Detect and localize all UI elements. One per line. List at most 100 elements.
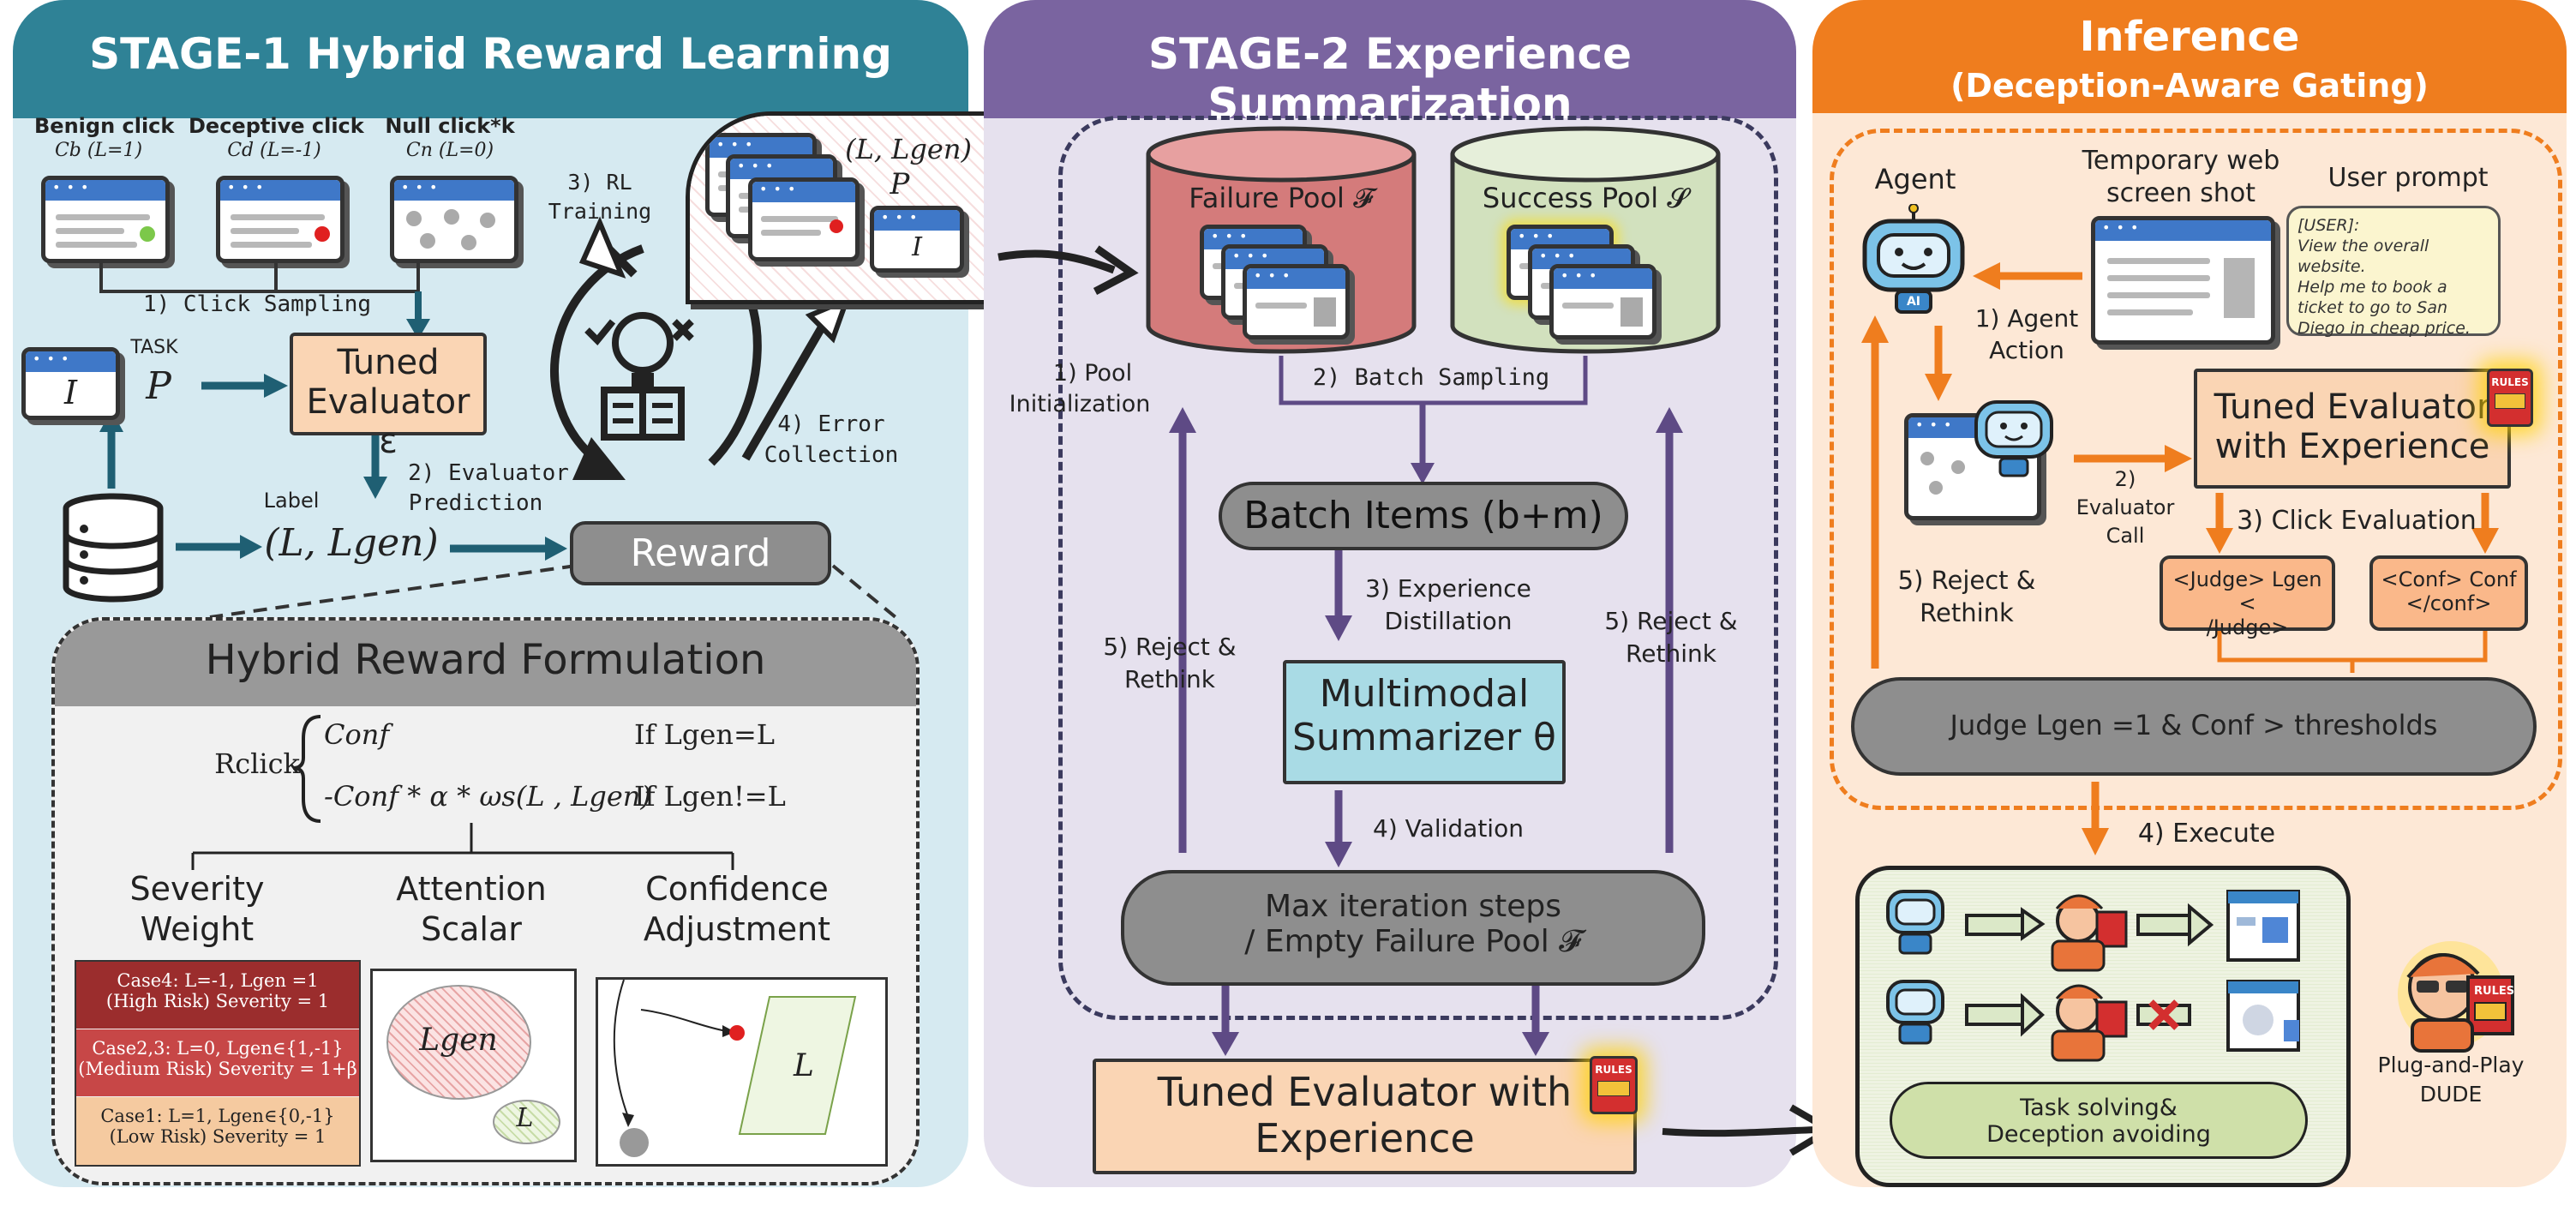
stage2-dashed-region (1058, 116, 1778, 1020)
label-tuple: (L, Lgen) (264, 521, 439, 565)
task-window: I (21, 347, 120, 420)
severity-case23: Case2,3: L=0, Lgen∈{1,-1} (Medium Risk) … (76, 1029, 359, 1096)
batch-items-pill: Batch Items (b+m) (1219, 482, 1628, 550)
confidence-col-2: Adjustment (643, 910, 831, 948)
stack-tuple: (L, Lgen) (845, 133, 972, 165)
task-label: TASK (130, 337, 178, 358)
severity-table: Case4: L=-1, Lgen =1 (High Risk) Severit… (75, 960, 361, 1167)
null-click-label: Null click*k (385, 114, 515, 138)
benign-click-sub: Cb (L=1) (54, 140, 143, 161)
deceptive-click-label: Deceptive click (189, 114, 364, 138)
agent-robot-icon (1862, 204, 1965, 314)
execute-row-2 (1886, 980, 2300, 1062)
tuned-evaluator-line1: Tuned (337, 343, 440, 382)
deceptive-click-sub: Cd (L=-1) (227, 140, 321, 161)
inference-tuned-evaluator-line1: Tuned Evaluator (2214, 387, 2491, 427)
reject-right-1: 5) Reject & (1604, 607, 1738, 635)
judge-box-line2: /Judge> (2206, 615, 2289, 639)
benign-dot (140, 226, 155, 242)
judge-box: <Judge> Lgen < /Judge> (2160, 555, 2335, 639)
threshold-pill: Judge Lgen =1 & Conf > thresholds (1851, 677, 2537, 776)
reject-left-1: 5) Reject & (1103, 633, 1237, 661)
stack-window-3 (748, 177, 860, 261)
rules-book-icon: RULES (1590, 1056, 1638, 1114)
agent-ai-badge: AI (1906, 295, 1921, 309)
tuned-with-exp-line1: Tuned Evaluator with (1157, 1069, 1573, 1115)
tuned-with-exp-line2: Experience (1255, 1115, 1475, 1161)
judge-box-line1: <Judge> Lgen < (2172, 567, 2322, 615)
task-solving-pill: Task solving& Deception avoiding (1890, 1082, 2308, 1159)
evaluator-prediction-2: Prediction (408, 490, 543, 516)
summarizer-box: Multimodal Summarizer θ (1283, 660, 1566, 784)
click-sampling-label: 1) Click Sampling (142, 291, 372, 317)
summarizer-line1: Multimodal (1319, 672, 1530, 716)
hybrid-header (55, 621, 916, 706)
stack-i-window: I (870, 206, 964, 273)
inference-reject-1: 5) Reject & (1897, 566, 2036, 595)
summarizer-line2: Summarizer θ (1292, 716, 1556, 759)
validation-label: 4) Validation (1373, 814, 1524, 843)
error-collection-2: Collection (764, 442, 899, 468)
agent-small-robot-icon (1974, 400, 2053, 477)
rclick-brace (292, 715, 321, 823)
reward-box: Reward (570, 521, 831, 585)
task-i: I (63, 374, 77, 411)
plug-and-play-avatar-icon: RULES (2398, 941, 2514, 1053)
conf-box: <Conf> Conf </conf> (2369, 555, 2528, 631)
batch-sampling-label: 2) Batch Sampling (1312, 364, 1550, 391)
pool-init-2: Initialization (1009, 391, 1151, 417)
screenshot-label-2: screen shot (2106, 178, 2256, 208)
max-iter-line2: / Empty Failure Pool 𝓕 (1244, 924, 1582, 959)
execute-label: 4) Execute (2137, 819, 2276, 849)
attention-small-ellipse (493, 1100, 560, 1144)
agent-label: Agent (1874, 163, 1956, 195)
batch-items-label: Batch Items (b+m) (1243, 494, 1603, 537)
inference-title: Inference (2079, 13, 2300, 61)
user-prompt-label: User prompt (2327, 163, 2489, 193)
plug-and-play-1: Plug-and-Play (2377, 1053, 2525, 1077)
database-icon (63, 493, 164, 603)
execute-row-1 (1886, 890, 2300, 972)
inference-subtitle: (Deception-Aware Gating) (1950, 67, 2429, 105)
label-caption: Label (263, 489, 320, 513)
evaluator-call-2: Evaluator (2076, 495, 2175, 519)
tuned-evaluator-line2: Evaluator ε (306, 382, 470, 461)
experience-distillation-2: Distillation (1384, 607, 1513, 635)
reward-label: Reward (630, 531, 771, 575)
stack-p: P (890, 167, 910, 201)
webpage-screenshot-window (2091, 216, 2275, 345)
attention-big-ellipse (386, 985, 531, 1100)
evaluator-call-3: Call (2106, 524, 2145, 548)
inference-reject-2: Rethink (1920, 598, 2014, 627)
evaluator-call-1: 2) (2114, 467, 2136, 491)
case2-expr: -Conf * α * ωs(L , Lgen) (324, 780, 651, 813)
confidence-L: L (794, 1048, 814, 1083)
confidence-col-1: Confidence (645, 870, 829, 908)
severity-col-2: Weight (140, 910, 255, 948)
reject-right-2: Rethink (1626, 639, 1716, 668)
conf-box-line2: </conf> (2405, 591, 2492, 615)
stage1-title: STAGE-1 Hybrid Reward Learning (89, 29, 892, 79)
agent-action-1: 1) Agent (1974, 304, 2079, 333)
max-iter-pill: Max iteration steps / Empty Failure Pool… (1121, 870, 1705, 986)
attention-big-label: Lgen (419, 1023, 498, 1058)
inference-header (1812, 0, 2567, 113)
error-collection-1: 4) Error (777, 411, 885, 437)
attention-col-1: Attention (396, 870, 547, 908)
hybrid-tree (191, 823, 734, 870)
rclick-label: Rclick (214, 747, 300, 780)
stack-i: I (912, 232, 922, 262)
screenshot-label-1: Temporary web (2082, 146, 2280, 176)
conf-box-line1: <Conf> Conf (2381, 567, 2517, 591)
threshold-label: Judge Lgen =1 & Conf > thresholds (1950, 709, 2438, 741)
stage2-header (984, 0, 1796, 118)
case2-cond: If Lgen!=L (634, 780, 786, 813)
click-evaluation-label: 3) Click Evaluation (2237, 506, 2477, 536)
inference-rules-book-icon: RULES (2487, 369, 2533, 427)
reject-left-2: Rethink (1124, 665, 1215, 693)
max-iter-line1: Max iteration steps (1264, 889, 1562, 924)
confidence-drawing (613, 980, 857, 1157)
benign-click-label: Benign click (34, 114, 175, 138)
